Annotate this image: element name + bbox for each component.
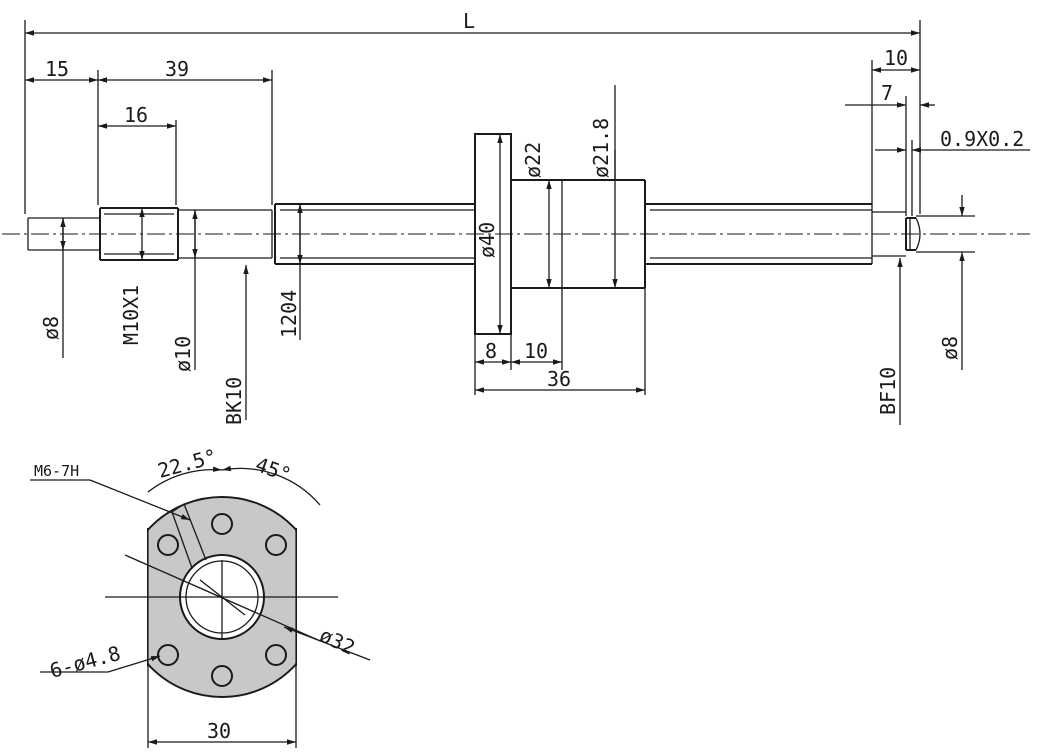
dim-phi10: ø10 (171, 336, 195, 372)
dimension-overall: L (24, 9, 921, 214)
dim-phi8-left: ø8 (39, 316, 63, 340)
dim-phi40: ø40 (475, 222, 499, 258)
dim-phi8-right: ø8 (938, 336, 962, 360)
dim-width-30: 30 (207, 719, 231, 743)
dimension-left-diameters: ø8 M10X1 ø10 BK10 1204 (39, 204, 303, 425)
dim-10-nut: 10 (524, 339, 548, 363)
dim-8-flange: 8 (485, 339, 497, 363)
dim-15: 15 (45, 57, 69, 81)
dim-angle-22-5: 22.5° (155, 444, 219, 483)
dimension-nut-diameters: ø22 ø21.8 ø40 (475, 85, 618, 334)
dim-36: 36 (547, 367, 571, 391)
label-tap: M6-7H (34, 462, 79, 480)
dim-7: 7 (881, 81, 893, 105)
flange-front-view: M6-7H 22.5° 45° 6-ø4.8 ø32 30 (30, 444, 371, 748)
dim-holes: 6-ø4.8 (47, 641, 123, 683)
label-model: 1204 (277, 290, 301, 338)
dim-L: L (463, 9, 475, 33)
dim-39: 39 (165, 57, 189, 81)
dim-phi22: ø22 (521, 142, 545, 178)
dimension-right-end: 10 7 0.9X0.2 (845, 46, 1030, 216)
dim-16: 16 (124, 103, 148, 127)
dim-chamfer: 0.9X0.2 (940, 127, 1024, 151)
dim-thread: M10X1 (119, 285, 143, 345)
label-bf10: BF10 (876, 367, 900, 415)
dimension-right-bottom: BF10 ø8 (876, 195, 975, 425)
dim-pcd: ø32 (316, 623, 359, 660)
dim-angle-45: 45° (252, 452, 294, 487)
dimension-nut-length: 8 10 36 (474, 288, 646, 395)
shaft-side-view (2, 133, 1030, 335)
dimension-left-chain: 15 39 16 (25, 57, 273, 205)
label-bk10: BK10 (222, 377, 246, 425)
dim-phi21-8: ø21.8 (589, 118, 613, 178)
dim-10-right: 10 (884, 46, 908, 70)
